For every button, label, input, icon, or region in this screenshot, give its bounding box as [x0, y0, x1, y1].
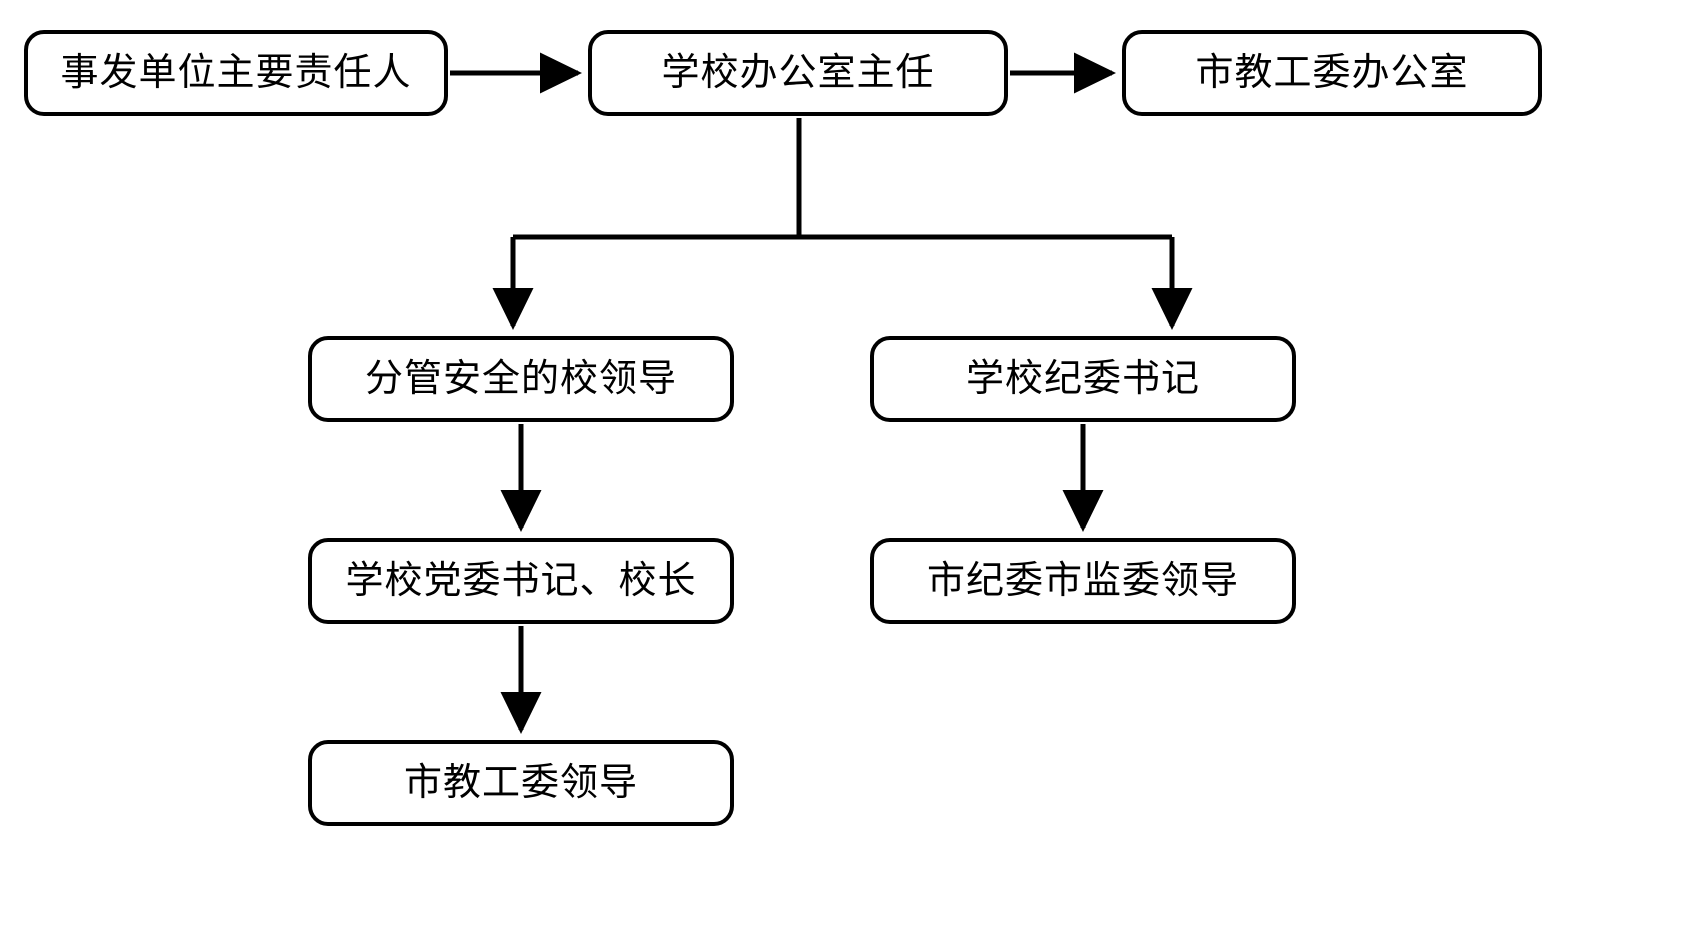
node-label: 学校办公室主任 [661, 50, 935, 95]
node-incident-unit-responsible-person[interactable]: 事发单位主要责任人 [24, 30, 448, 116]
node-label: 市教工委办公室 [1195, 50, 1469, 95]
node-city-education-committee-office[interactable]: 市教工委办公室 [1122, 30, 1542, 116]
node-city-discipline-supervision-leader[interactable]: 市纪委市监委领导 [870, 538, 1296, 624]
node-school-discipline-secretary[interactable]: 学校纪委书记 [870, 336, 1296, 422]
node-label: 分管安全的校领导 [364, 356, 677, 401]
node-school-office-director[interactable]: 学校办公室主任 [588, 30, 1008, 116]
node-safety-school-leader[interactable]: 分管安全的校领导 [308, 336, 734, 422]
node-label: 学校党委书记、校长 [345, 558, 697, 603]
node-school-party-secretary-and-principal[interactable]: 学校党委书记、校长 [308, 538, 734, 624]
node-label: 事发单位主要责任人 [60, 50, 412, 95]
node-city-education-committee-leader[interactable]: 市教工委领导 [308, 740, 734, 826]
node-label: 市纪委市监委领导 [926, 558, 1239, 603]
node-label: 市教工委领导 [403, 760, 638, 805]
node-label: 学校纪委书记 [965, 356, 1200, 401]
